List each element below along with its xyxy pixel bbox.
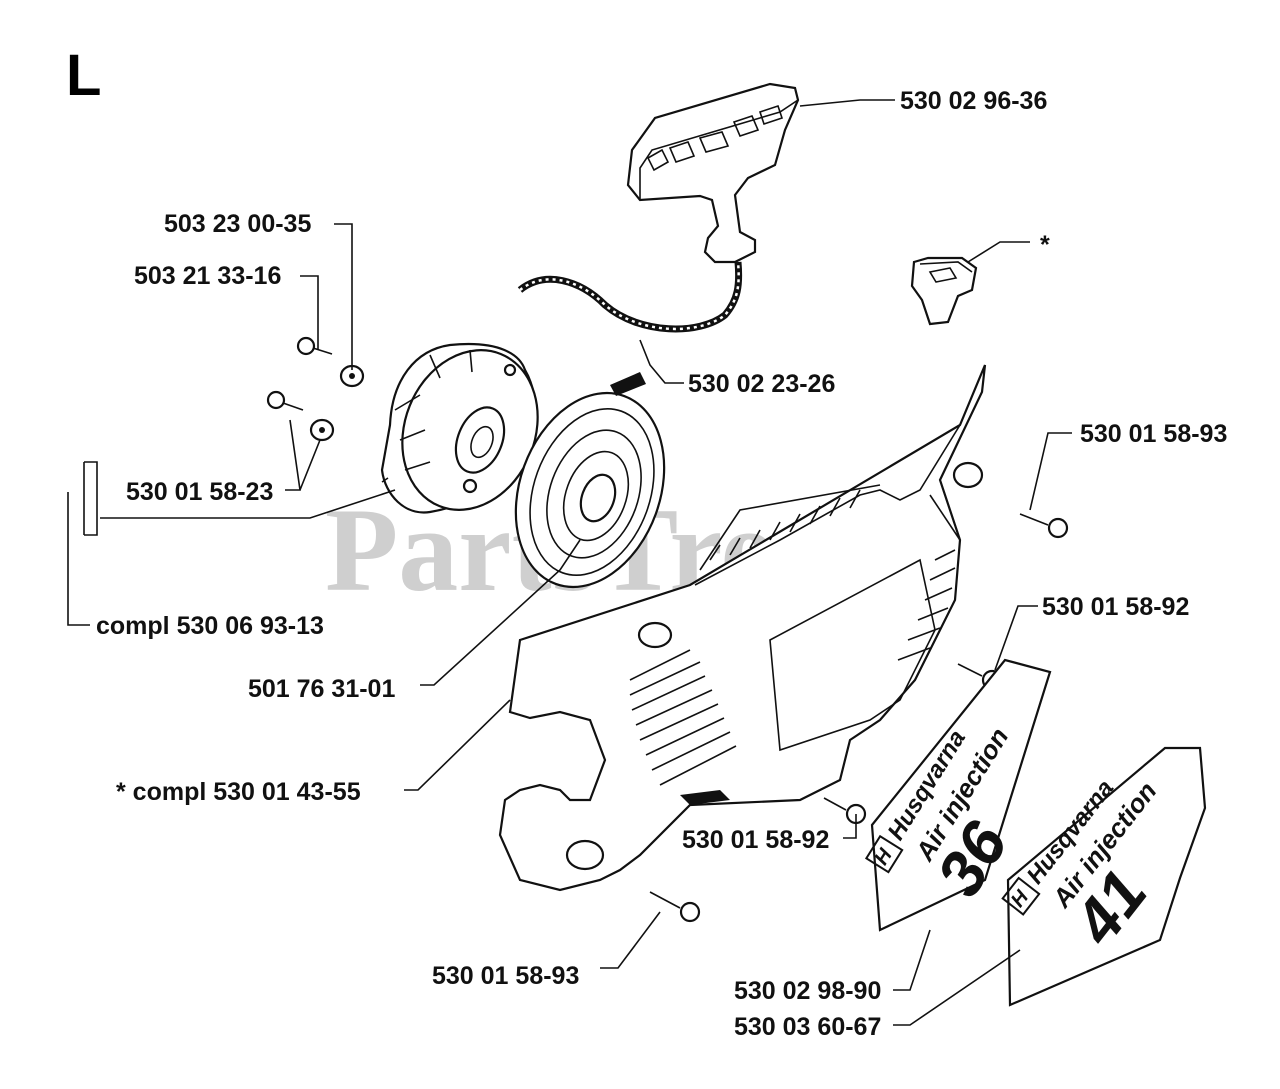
label-screw-small: 503 21 33-16 xyxy=(134,262,281,290)
cover-vents xyxy=(629,489,956,786)
label-compl-cover: * compl 530 01 43-55 xyxy=(116,778,361,806)
decal-41: H Husqvarna Air injection 41 xyxy=(1001,746,1207,1007)
leader-lines xyxy=(67,99,1072,1026)
small-screws xyxy=(266,336,365,442)
label-screw-right-top: 530 01 58-93 xyxy=(1080,420,1227,448)
starter-handle xyxy=(626,82,800,264)
label-screw-right-mid: 530 01 58-92 xyxy=(1042,593,1189,621)
label-handle: 530 02 96-36 xyxy=(900,87,1047,115)
starter-rope xyxy=(517,261,743,333)
label-washer: 503 23 00-35 xyxy=(164,210,311,238)
label-pulley-parts: 530 01 58-23 xyxy=(126,478,273,506)
label-spring: 501 76 31-01 xyxy=(248,675,395,703)
pulley-housing xyxy=(380,342,539,514)
section-letter: L xyxy=(66,43,101,108)
label-decal-36-part: 530 02 98-90 xyxy=(734,977,881,1005)
label-compl-pulley: compl 530 06 93-13 xyxy=(96,612,324,640)
label-rope: 530 02 23-26 xyxy=(688,370,835,398)
label-screw-center: 530 01 58-92 xyxy=(682,826,829,854)
label-decal-41-part: 530 03 60-67 xyxy=(734,1013,881,1041)
grommet-part xyxy=(910,256,978,326)
label-asterisk-top: * xyxy=(1040,231,1050,259)
label-screw-bottom: 530 01 58-93 xyxy=(432,962,579,990)
starter-cover xyxy=(498,364,987,892)
spring-pulley xyxy=(514,372,666,589)
